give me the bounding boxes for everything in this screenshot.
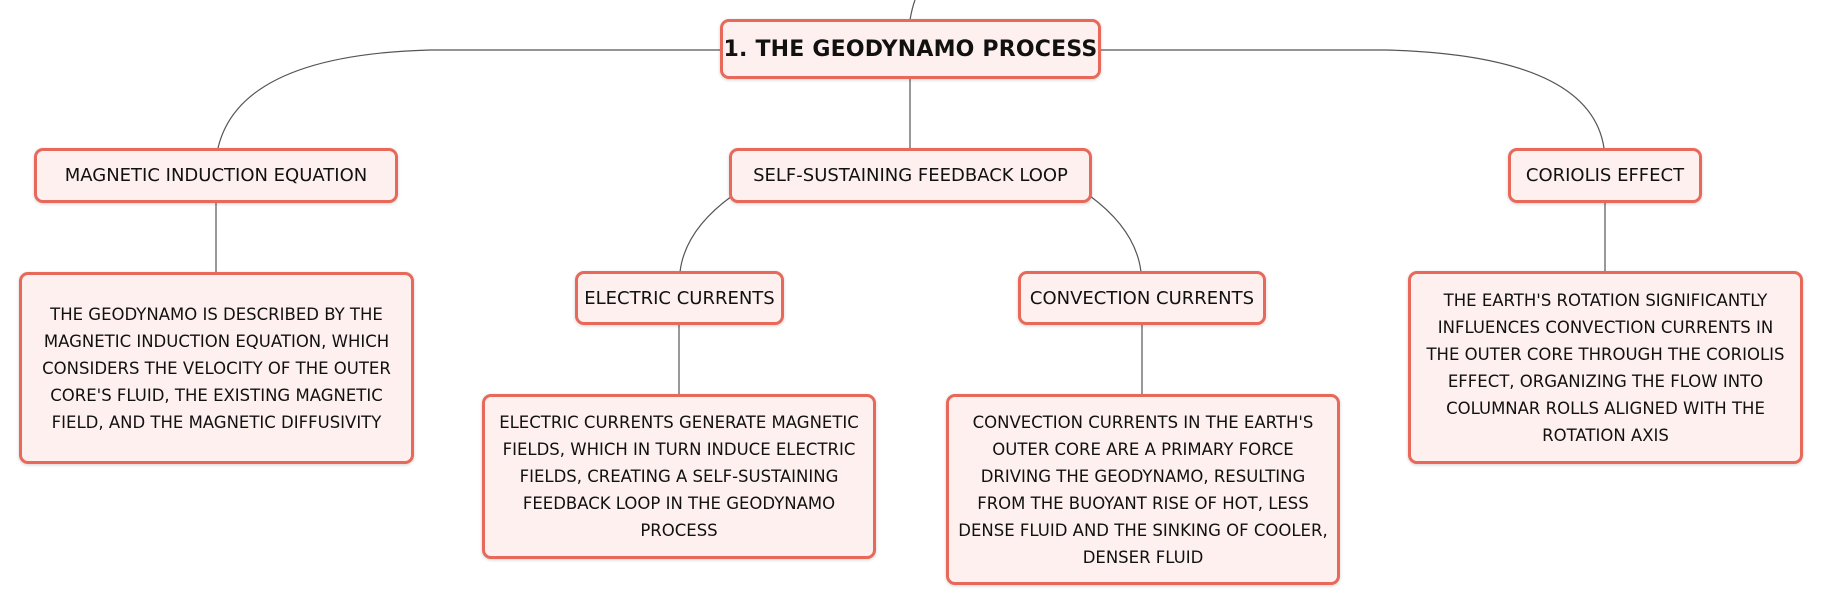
topic-label: MAGNETIC INDUCTION EQUATION: [64, 165, 368, 186]
root-topic-title: 1. THE GEODYNAMO PROCESS: [723, 36, 1098, 62]
topic-label: ELECTRIC CURRENTS: [584, 287, 775, 309]
detail-coriolis-effect[interactable]: THE EARTH'S ROTATION SIGNIFICANTLY INFLU…: [1408, 271, 1803, 464]
connector-root-to-coriolis: [1100, 49, 1605, 149]
root-topic[interactable]: 1. THE GEODYNAMO PROCESS: [720, 19, 1101, 79]
topic-label: CORIOLIS EFFECT: [1525, 165, 1685, 186]
detail-text: THE EARTH'S ROTATION SIGNIFICANTLY INFLU…: [1426, 290, 1785, 445]
detail-text: ELECTRIC CURRENTS GENERATE MAGNETIC FIEL…: [499, 413, 859, 540]
topic-magnetic-induction-equation[interactable]: MAGNETIC INDUCTION EQUATION: [34, 148, 398, 203]
detail-magnetic-induction-equation[interactable]: THE GEODYNAMO IS DESCRIBED BY THE MAGNET…: [19, 272, 414, 464]
connector-feedback-to-electric: [679, 195, 733, 273]
connector-root-to-magnetic-induction: [217, 49, 720, 149]
connector-parent-to-root: [909, 0, 916, 21]
topic-self-sustaining-feedback-loop[interactable]: SELF-SUSTAINING FEEDBACK LOOP: [729, 148, 1092, 203]
topic-label: SELF-SUSTAINING FEEDBACK LOOP: [753, 165, 1068, 186]
connector-feedback-to-convection: [1089, 195, 1142, 273]
detail-text: CONVECTION CURRENTS IN THE EARTH'S OUTER…: [958, 412, 1328, 567]
topic-coriolis-effect[interactable]: CORIOLIS EFFECT: [1508, 148, 1702, 203]
detail-electric-currents[interactable]: ELECTRIC CURRENTS GENERATE MAGNETIC FIEL…: [482, 394, 876, 559]
detail-text: THE GEODYNAMO IS DESCRIBED BY THE MAGNET…: [42, 304, 391, 432]
topic-label: CONVECTION CURRENTS: [1029, 287, 1255, 309]
topic-electric-currents[interactable]: ELECTRIC CURRENTS: [575, 271, 784, 325]
topic-convection-currents[interactable]: CONVECTION CURRENTS: [1018, 271, 1266, 325]
detail-convection-currents[interactable]: CONVECTION CURRENTS IN THE EARTH'S OUTER…: [946, 394, 1340, 585]
